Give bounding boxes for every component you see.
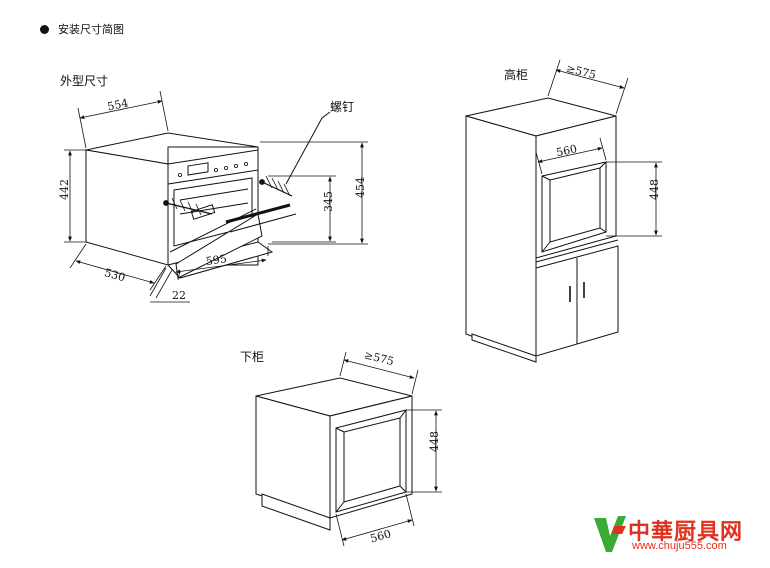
dim-530: 530 (103, 266, 127, 284)
exterior-dimensions-label: 外型尺寸 (60, 74, 109, 88)
dim-22: 22 (172, 289, 186, 302)
oven-dimension-lines (64, 90, 368, 303)
dim-base-575: ≥575 (363, 348, 395, 368)
dim-tall-448: 448 (648, 179, 661, 200)
dim-345: 345 (322, 191, 335, 212)
dim-tall-560: 560 (555, 142, 578, 159)
control-knobs (177, 161, 248, 177)
bullet-icon (40, 24, 49, 34)
dim-tall-575: ≥575 (565, 62, 597, 82)
tall-cabinet-label: 高柜 (504, 68, 529, 82)
section-heading: 安装尺寸简图 (40, 21, 124, 37)
heading-text: 安装尺寸简图 (58, 23, 124, 36)
dim-454: 454 (354, 177, 367, 198)
oven-drawing (85, 111, 331, 279)
tall-cabinet-drawing (465, 97, 619, 363)
dim-595: 595 (205, 252, 228, 268)
logo-url: www.chuju555.com (632, 540, 727, 552)
tall-cabinet-dimension-lines (535, 59, 662, 237)
screw-icon (163, 175, 293, 216)
dim-554: 554 (106, 96, 129, 113)
logo-mark-icon (594, 516, 626, 552)
dim-base-560: 560 (369, 527, 393, 545)
dim-442: 442 (58, 179, 71, 200)
logo-name: 中華厨具网 (628, 520, 744, 545)
site-logo[interactable]: 中華厨具网 www.chuju555.com (592, 512, 764, 558)
dim-base-448: 448 (428, 431, 441, 452)
base-cabinet-dimension-lines (335, 351, 442, 547)
base-cabinet-label: 下柜 (240, 350, 265, 364)
base-cabinet-drawing (255, 377, 413, 531)
screw-label: 螺钉 (330, 100, 355, 114)
